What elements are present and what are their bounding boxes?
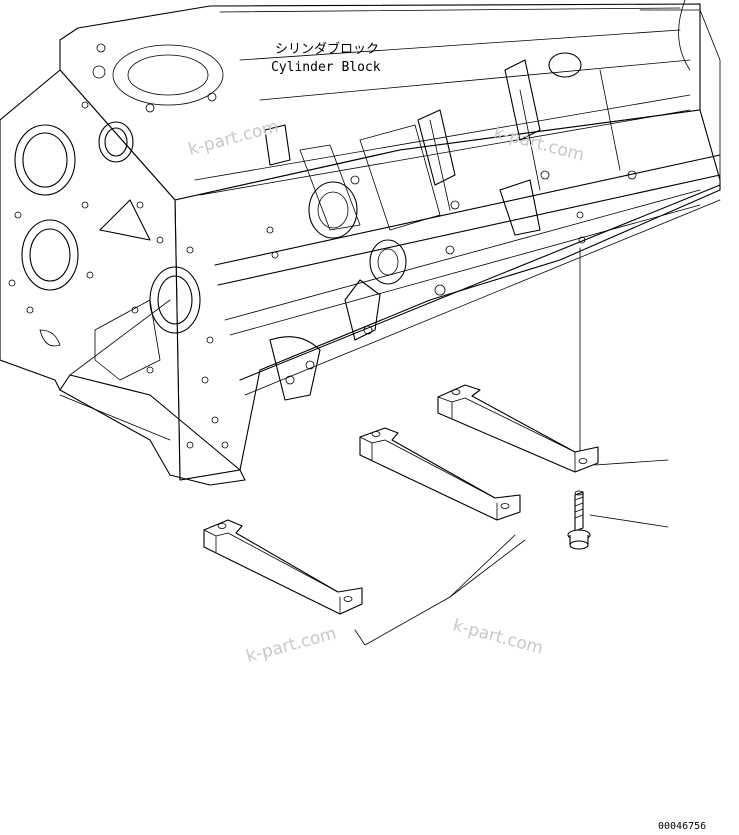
part-name-en: Cylinder Block [271,60,381,75]
part-name-jp: シリンダブロック [275,41,379,57]
figure-number: 00046756 [658,821,706,832]
bracket-part-2 [359,427,521,521]
cylinder-block [0,0,721,486]
bracket-part-1 [437,384,599,473]
bolt-part [567,490,591,550]
watermark-text: k-part.com [244,624,339,667]
leader-lines [354,247,669,646]
watermark-text: k-part.com [451,616,546,659]
bracket-part-3 [203,519,363,615]
